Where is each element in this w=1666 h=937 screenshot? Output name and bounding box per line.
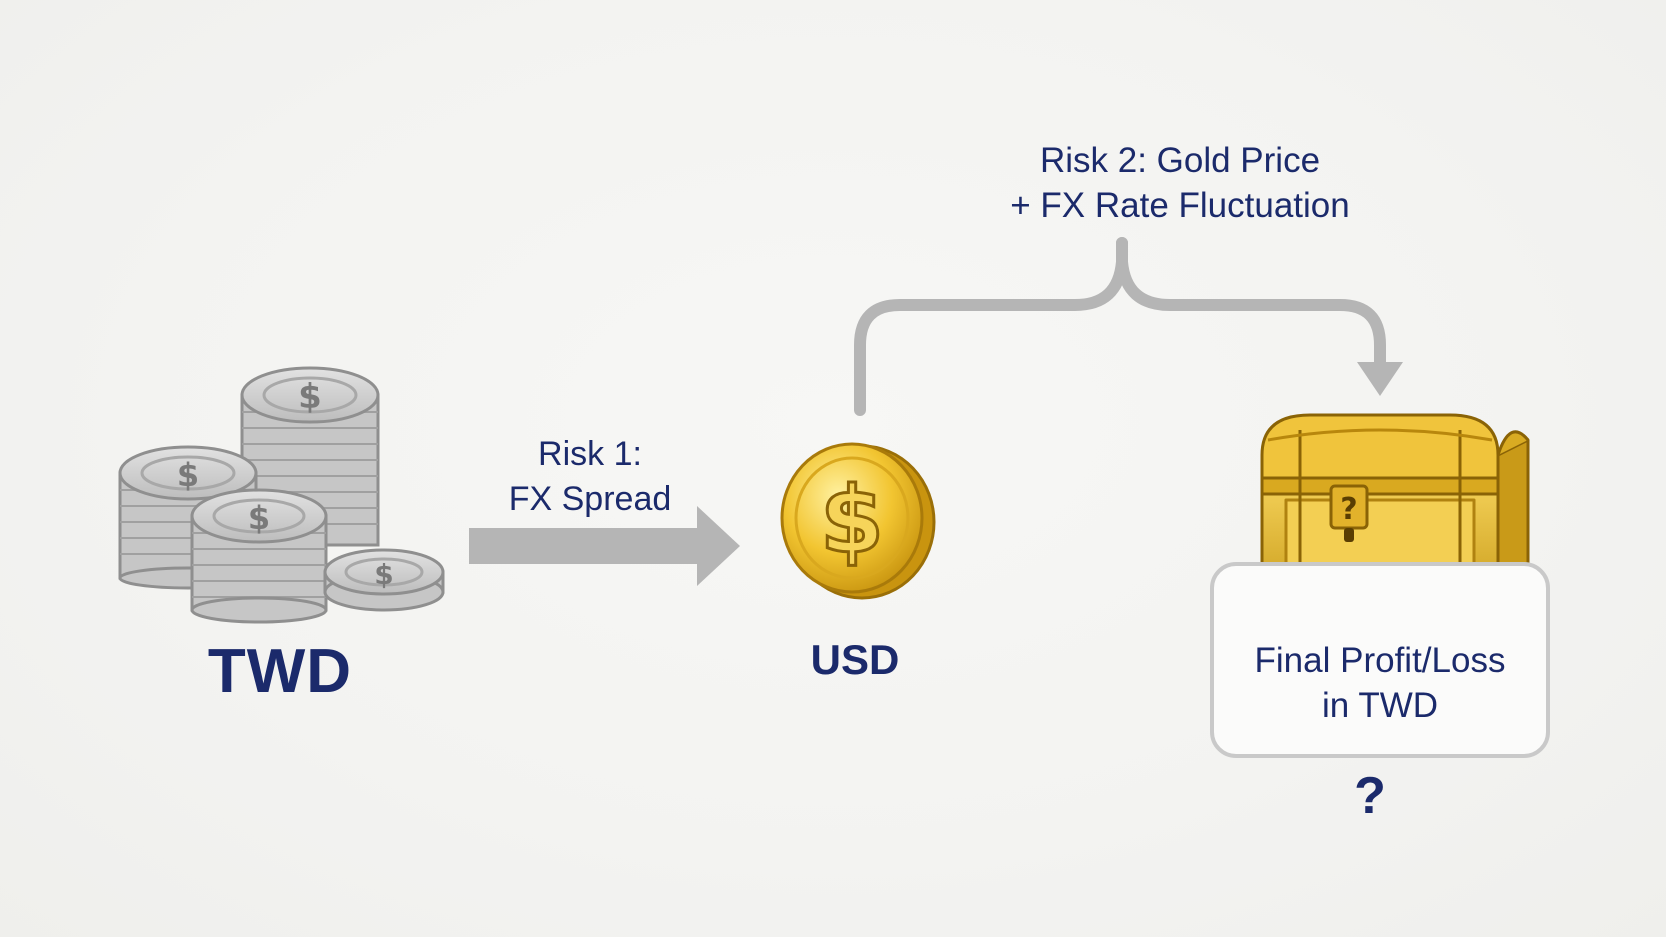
risk2-detail: + FX Rate Fluctuation <box>1010 186 1350 225</box>
silver-coin-stacks-icon: $ $ <box>118 366 445 624</box>
svg-text:$: $ <box>298 377 322 417</box>
risk1-label: Risk 1: FX Spread <box>470 432 710 522</box>
risk1-detail: FX Spread <box>508 480 672 518</box>
question-mark: ? <box>1354 767 1386 825</box>
risk2-label: Risk 2: Gold Price + FX Rate Fluctuation <box>900 138 1460 228</box>
usd-label: USD <box>810 636 900 683</box>
risk2-title: Risk 2: Gold Price <box>1039 141 1321 180</box>
svg-text:?: ? <box>1340 492 1357 527</box>
final-result-box <box>1210 562 1550 758</box>
risk1-arrow <box>469 506 740 586</box>
svg-text:$: $ <box>248 499 270 537</box>
svg-text:$: $ <box>374 558 393 591</box>
risk1-title: Risk 1: <box>538 435 642 473</box>
svg-text:$: $ <box>820 467 884 574</box>
risk2-bracket-arrow <box>854 237 1403 416</box>
svg-text:$: $ <box>177 456 199 494</box>
final-result-label: Final Profit/Loss in TWD <box>1215 638 1545 728</box>
gold-dollar-coin-icon: $ <box>780 442 936 600</box>
final-result-line1: Final Profit/Loss <box>1254 641 1506 680</box>
final-result-line2: in TWD <box>1321 686 1439 725</box>
twd-label: TWD <box>207 637 353 706</box>
